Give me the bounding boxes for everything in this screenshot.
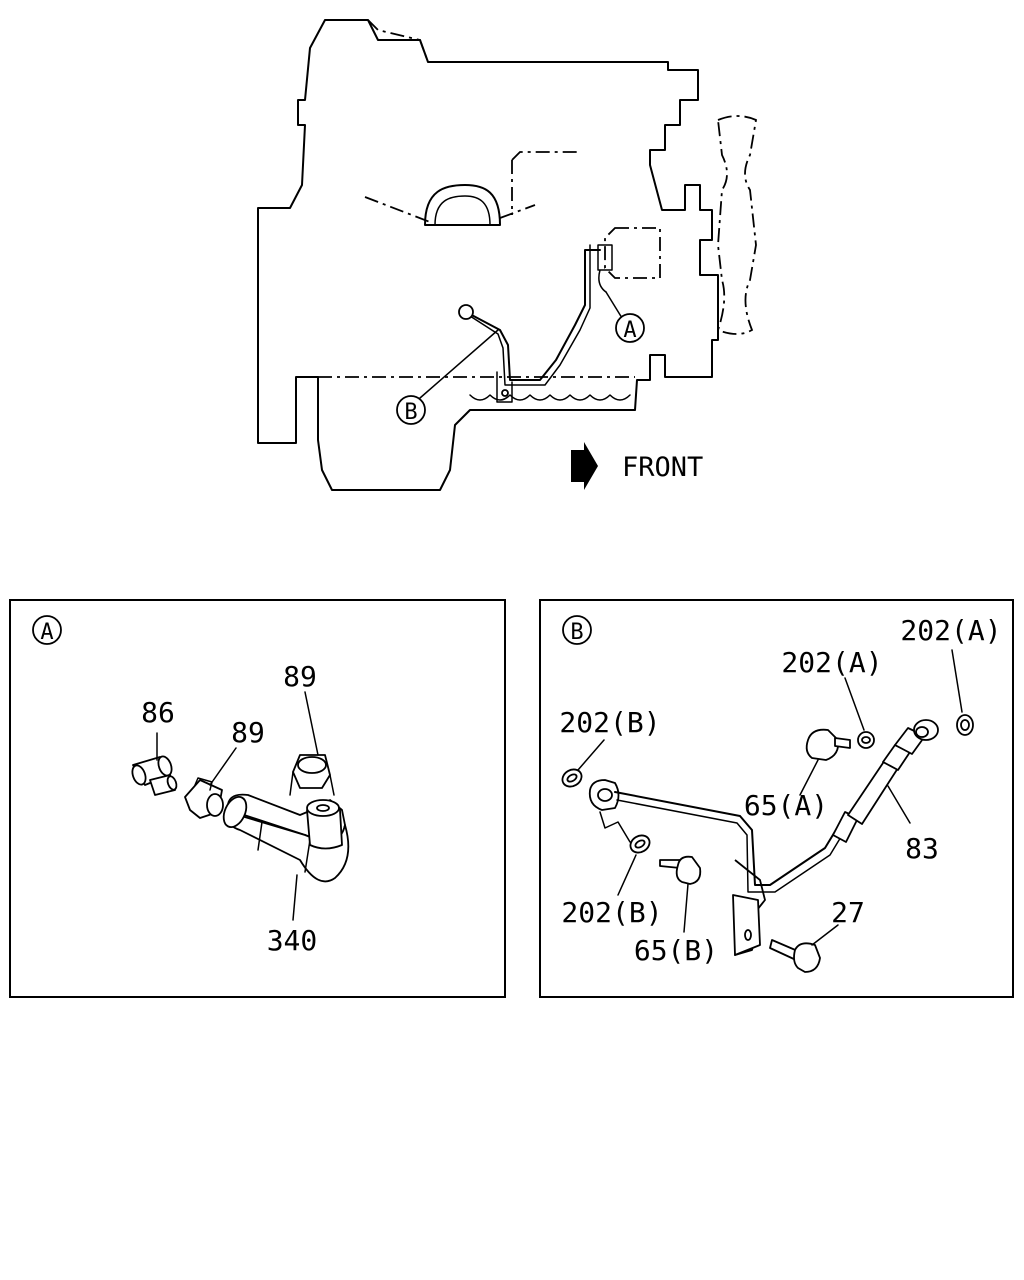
leader-202b-zigzag (599, 811, 631, 843)
engine-block-outline (257, 19, 719, 491)
front-label: FRONT (622, 452, 703, 483)
engine-rocker-dashed (511, 151, 578, 161)
bolt-65b (659, 855, 702, 885)
part-89-clip-left (184, 777, 224, 819)
leader-202a-mid (844, 677, 865, 731)
label-65b: 65(B) (634, 934, 718, 967)
callout-a-leader (605, 291, 623, 319)
detail-b-badge-letter: B (570, 620, 583, 645)
part-340-elbow-hose (222, 793, 350, 883)
oil-pipe-assembly (588, 719, 939, 956)
washer-202a-mid (857, 731, 875, 749)
intake-arch (424, 184, 501, 226)
label-27: 27 (831, 896, 865, 929)
callout-b-circle (396, 395, 426, 425)
bolt-27 (769, 939, 821, 973)
label-83: 83 (905, 832, 939, 865)
engine-mid-dashed (364, 160, 536, 223)
intake-arch-inner (434, 195, 491, 226)
label-89-right: 89 (283, 660, 317, 693)
callout-b-letter: B (404, 400, 417, 425)
leader-202b-bottom (617, 854, 637, 896)
leader-65a (799, 759, 819, 796)
washer-202a-top (956, 714, 974, 736)
cooling-fan (716, 115, 758, 335)
bolt-65a (805, 728, 851, 761)
leader-89-left (209, 747, 237, 786)
leader-27 (811, 924, 839, 946)
detail-b-frame (539, 599, 1014, 998)
part-89-clip-right (289, 754, 335, 796)
label-65a: 65(A) (744, 789, 828, 822)
washer-202b-bottom (629, 834, 651, 854)
label-202a-top: 202(A) (900, 614, 1001, 647)
bracket-overview (496, 371, 513, 403)
leader-202a-top (951, 649, 963, 713)
callout-b-leader (419, 329, 499, 399)
label-202a-mid: 202(A) (781, 646, 882, 679)
oil-line-pipe (465, 249, 601, 381)
engine-head-dashed (367, 19, 429, 63)
leader-340 (292, 874, 298, 921)
detail-a-frame (9, 599, 506, 998)
detail-b-badge (562, 615, 592, 645)
callout-a-letter: A (623, 318, 636, 343)
leader-83 (887, 785, 911, 824)
oil-line-pipe-inner (469, 244, 591, 386)
housing-block (604, 227, 661, 279)
detail-a-panel: A 86 89 89 (9, 599, 506, 998)
pipe-eye-end (458, 304, 474, 320)
washer-202b-top (561, 768, 583, 788)
label-89-left: 89 (231, 716, 265, 749)
engine-overview: A B FRONT (257, 19, 758, 491)
detail-b-panel: B 202(B) 65(A) (539, 599, 1014, 998)
hose-connector-overview (597, 244, 613, 293)
leader-65b (683, 883, 689, 933)
label-202b-top: 202(B) (559, 706, 660, 739)
oil-pan-waves (469, 394, 631, 401)
part-86-nipple (131, 755, 178, 796)
leader-202b-top (577, 739, 605, 771)
label-202b-bottom: 202(B) (561, 896, 662, 929)
label-340: 340 (267, 924, 318, 957)
callout-a-circle (615, 313, 645, 343)
bracket-bolt-hole (501, 389, 509, 397)
detail-a-badge (32, 615, 62, 645)
front-arrow-icon (571, 442, 598, 490)
leader-89-right (304, 691, 319, 756)
detail-a-badge-letter: A (40, 620, 53, 645)
label-86: 86 (141, 696, 175, 729)
